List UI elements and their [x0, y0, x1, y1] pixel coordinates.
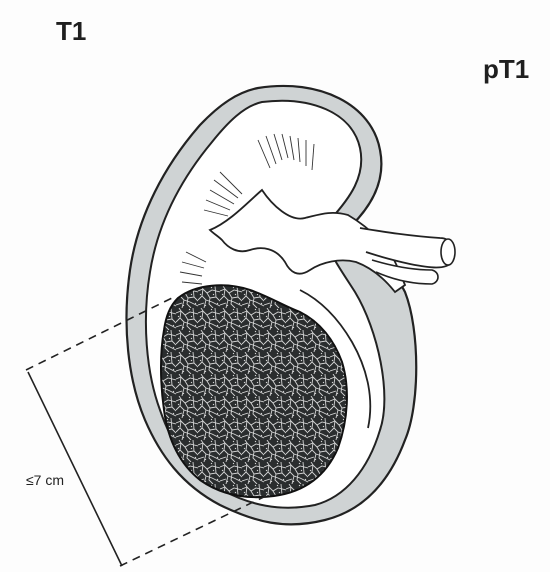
dimension-line [28, 372, 122, 566]
size-threshold-label: ≤7 cm [24, 472, 66, 488]
clinical-stage-label: T1 [56, 18, 86, 44]
vessel-opening [441, 239, 455, 265]
pathological-stage-label: pT1 [483, 56, 529, 82]
dimension-guide-bottom [120, 494, 270, 566]
